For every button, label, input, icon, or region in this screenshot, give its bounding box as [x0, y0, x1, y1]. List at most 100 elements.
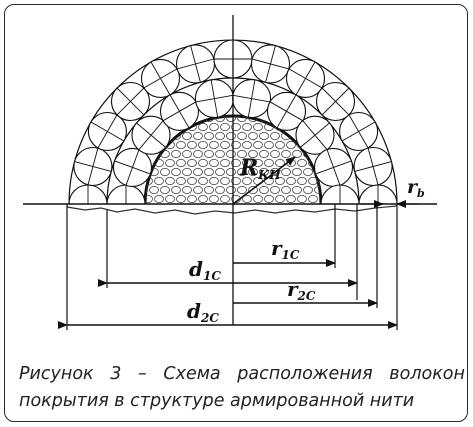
core-filament — [187, 176, 197, 185]
core-filament — [209, 123, 219, 132]
core-filament — [264, 158, 274, 167]
core-filament — [231, 158, 241, 167]
fiber-tangent-line — [176, 58, 214, 70]
core-filament — [237, 167, 247, 176]
core-filament — [220, 176, 230, 185]
core-filament — [308, 176, 318, 185]
fiber-tangent-line — [321, 87, 350, 116]
core-filament — [314, 185, 321, 194]
core-filament — [242, 140, 252, 149]
dimension-extension-lines — [66, 204, 398, 330]
fiber-tangent-line — [125, 149, 140, 186]
core-filament — [242, 123, 252, 132]
fiber-tangent-line — [326, 149, 341, 186]
core-filament — [160, 185, 170, 194]
core-filament — [182, 132, 192, 141]
core-filament — [253, 194, 263, 203]
fiber-tangent-line — [143, 68, 178, 89]
core-filament — [242, 176, 252, 185]
r1-label: r1С — [271, 236, 300, 262]
fiber-arrangement-diagram: RКН rb r1С d1С r2С — [23, 15, 437, 330]
core-filament — [209, 158, 219, 167]
core-filament — [237, 185, 247, 194]
core-filament — [198, 123, 208, 132]
core-filament — [145, 194, 153, 203]
core-filament — [215, 167, 225, 176]
fiber-tangent-line — [162, 101, 197, 122]
core-filament — [303, 185, 313, 194]
core-filament — [145, 185, 148, 194]
core-filament — [259, 149, 269, 158]
fiber-tangent-line — [232, 94, 271, 103]
core-filament — [270, 167, 280, 176]
core-filament — [209, 140, 219, 149]
fiber-tangent-line — [97, 114, 118, 149]
core-filament — [237, 132, 247, 141]
core-filament — [215, 149, 225, 158]
core-filament — [226, 185, 236, 194]
figure-card: RКН rb r1С d1С r2С — [4, 4, 468, 422]
core-filament — [193, 185, 203, 194]
core-filament — [231, 176, 241, 185]
fiber-tangent-line — [288, 68, 323, 89]
fiber-tangent-line — [195, 94, 234, 103]
core-filament — [231, 123, 241, 132]
core-filament — [281, 167, 291, 176]
core-filament — [198, 158, 208, 167]
core-filament — [242, 158, 252, 167]
fiber-tangent-line — [302, 120, 328, 151]
core-filament — [198, 194, 208, 203]
core-filament — [171, 149, 181, 158]
core-filament — [209, 176, 219, 185]
core-filament — [176, 176, 186, 185]
fiber-tangent-line — [269, 101, 304, 122]
core-filament — [220, 158, 230, 167]
fiber-tangent-line — [138, 120, 164, 151]
r2-label: r2С — [287, 277, 316, 303]
core-filament — [237, 116, 247, 123]
d2-label: d2С — [187, 299, 219, 325]
core-filament — [242, 194, 252, 203]
core-filament — [259, 185, 269, 194]
inner-radius-label: RКН — [239, 155, 281, 182]
fiber-radius-label: rb — [407, 176, 425, 200]
core-filament — [165, 176, 175, 185]
core-filament — [182, 185, 192, 194]
fiber-tangent-line — [348, 114, 369, 149]
core-filament — [226, 149, 236, 158]
core-filament — [281, 149, 291, 158]
core-filament — [259, 167, 269, 176]
core-filament — [248, 167, 258, 176]
core-filament — [215, 116, 225, 123]
core-filament — [165, 158, 175, 167]
core-filament — [176, 140, 186, 149]
core-filament — [226, 167, 236, 176]
core-filament — [204, 185, 214, 194]
fiber-tangent-line — [116, 87, 145, 116]
core-filament — [297, 158, 307, 167]
core-filament — [270, 185, 280, 194]
core-filament — [292, 167, 302, 176]
core-filament — [275, 194, 285, 203]
core-filament — [171, 167, 181, 176]
core-filament — [275, 158, 285, 167]
core-filament — [308, 194, 318, 203]
inner-radius-arrow — [232, 156, 296, 205]
fiber-tangent-line — [367, 147, 379, 185]
core-filament — [270, 149, 280, 158]
core-filament — [275, 140, 285, 149]
core-filament — [215, 185, 225, 194]
core-filament — [193, 167, 203, 176]
d1-label: d1С — [189, 257, 221, 283]
caption-word: Рисунок — [19, 364, 94, 384]
core-filament — [281, 185, 291, 194]
core-filament — [176, 158, 186, 167]
ragged-base — [66, 205, 398, 215]
core-filament — [253, 140, 263, 149]
core-filament — [303, 167, 313, 176]
caption-word: 3 — [110, 364, 122, 384]
core-filament — [248, 149, 258, 158]
core-filament — [259, 132, 269, 141]
core-filament — [154, 194, 164, 203]
core-filament — [286, 176, 296, 185]
